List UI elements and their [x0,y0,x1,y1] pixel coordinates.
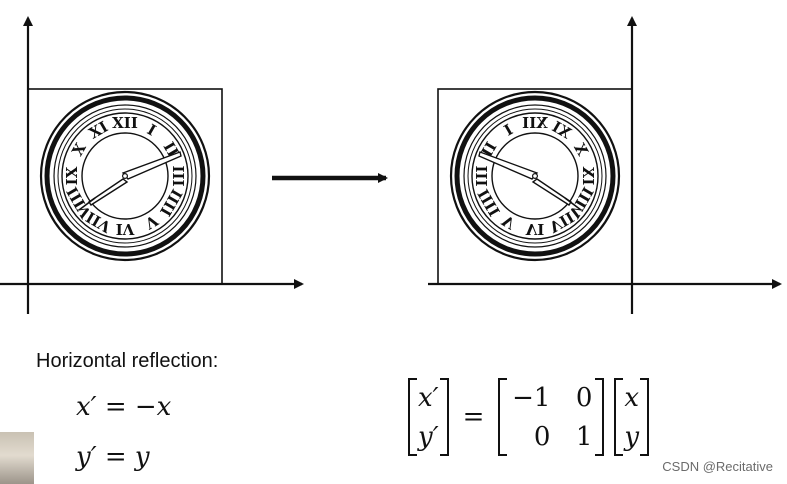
clock-right-numeral: XII [522,114,548,132]
clock-left-bezel [44,95,206,257]
transform-matrix: −1 0 0 1 [498,378,605,456]
clock-right-hand-tail [564,197,582,211]
matrix-cell-01: 0 [575,382,593,413]
lhs-vector: x′ y′ [408,378,449,456]
clock-left-numeral: IX [63,166,81,185]
clock-left-center-pin [121,172,129,180]
clock-left-numeral: XII [112,114,138,132]
clock-right-center-pin [531,172,539,180]
equation-x: x′ = −x [76,392,172,422]
matrix-cell-11: 1 [575,421,593,452]
clock-right-numeral-ring-outer [471,112,599,240]
matrix-equation: x′ y′ = −1 0 0 1 x y [408,378,649,456]
clock-right-bezel [454,95,616,257]
lhs-y: y′ [418,421,439,452]
clock-left-bezel-inner [53,104,197,248]
clock-left-hand-tail [78,197,96,211]
clock-left-numeral: III [169,165,187,186]
clock-right-ring [467,108,603,244]
clock-left-numeral: VI [116,220,136,238]
clock-left-hour-hand [88,178,129,206]
equation-y: y′ = y [76,442,150,472]
corner-thumbnail [0,432,34,484]
clock-right-numeral: VI [525,220,545,238]
clock-right-numeral: III [473,165,491,186]
watermark: CSDN @Recitative [662,459,773,474]
rhs-y: y [624,421,640,452]
clock-left-ring [57,108,193,244]
matrix-cell-10: 0 [533,421,551,452]
equals-sign: = [462,402,485,432]
clock-right-hour-hand [531,178,572,206]
rhs-x: x [624,382,640,413]
lhs-x: x′ [418,382,439,413]
right-image-frame [437,88,633,285]
left-image-frame [27,88,223,285]
caption-horizontal-reflection: Horizontal reflection: [36,350,219,372]
clock-left-numeral-ring-outer [61,112,189,240]
clock-right-bezel-inner [463,104,607,248]
matrix-cell-00: −1 [512,382,551,413]
clock-right-numeral: IX [579,166,597,185]
rhs-vector: x y [614,378,649,456]
